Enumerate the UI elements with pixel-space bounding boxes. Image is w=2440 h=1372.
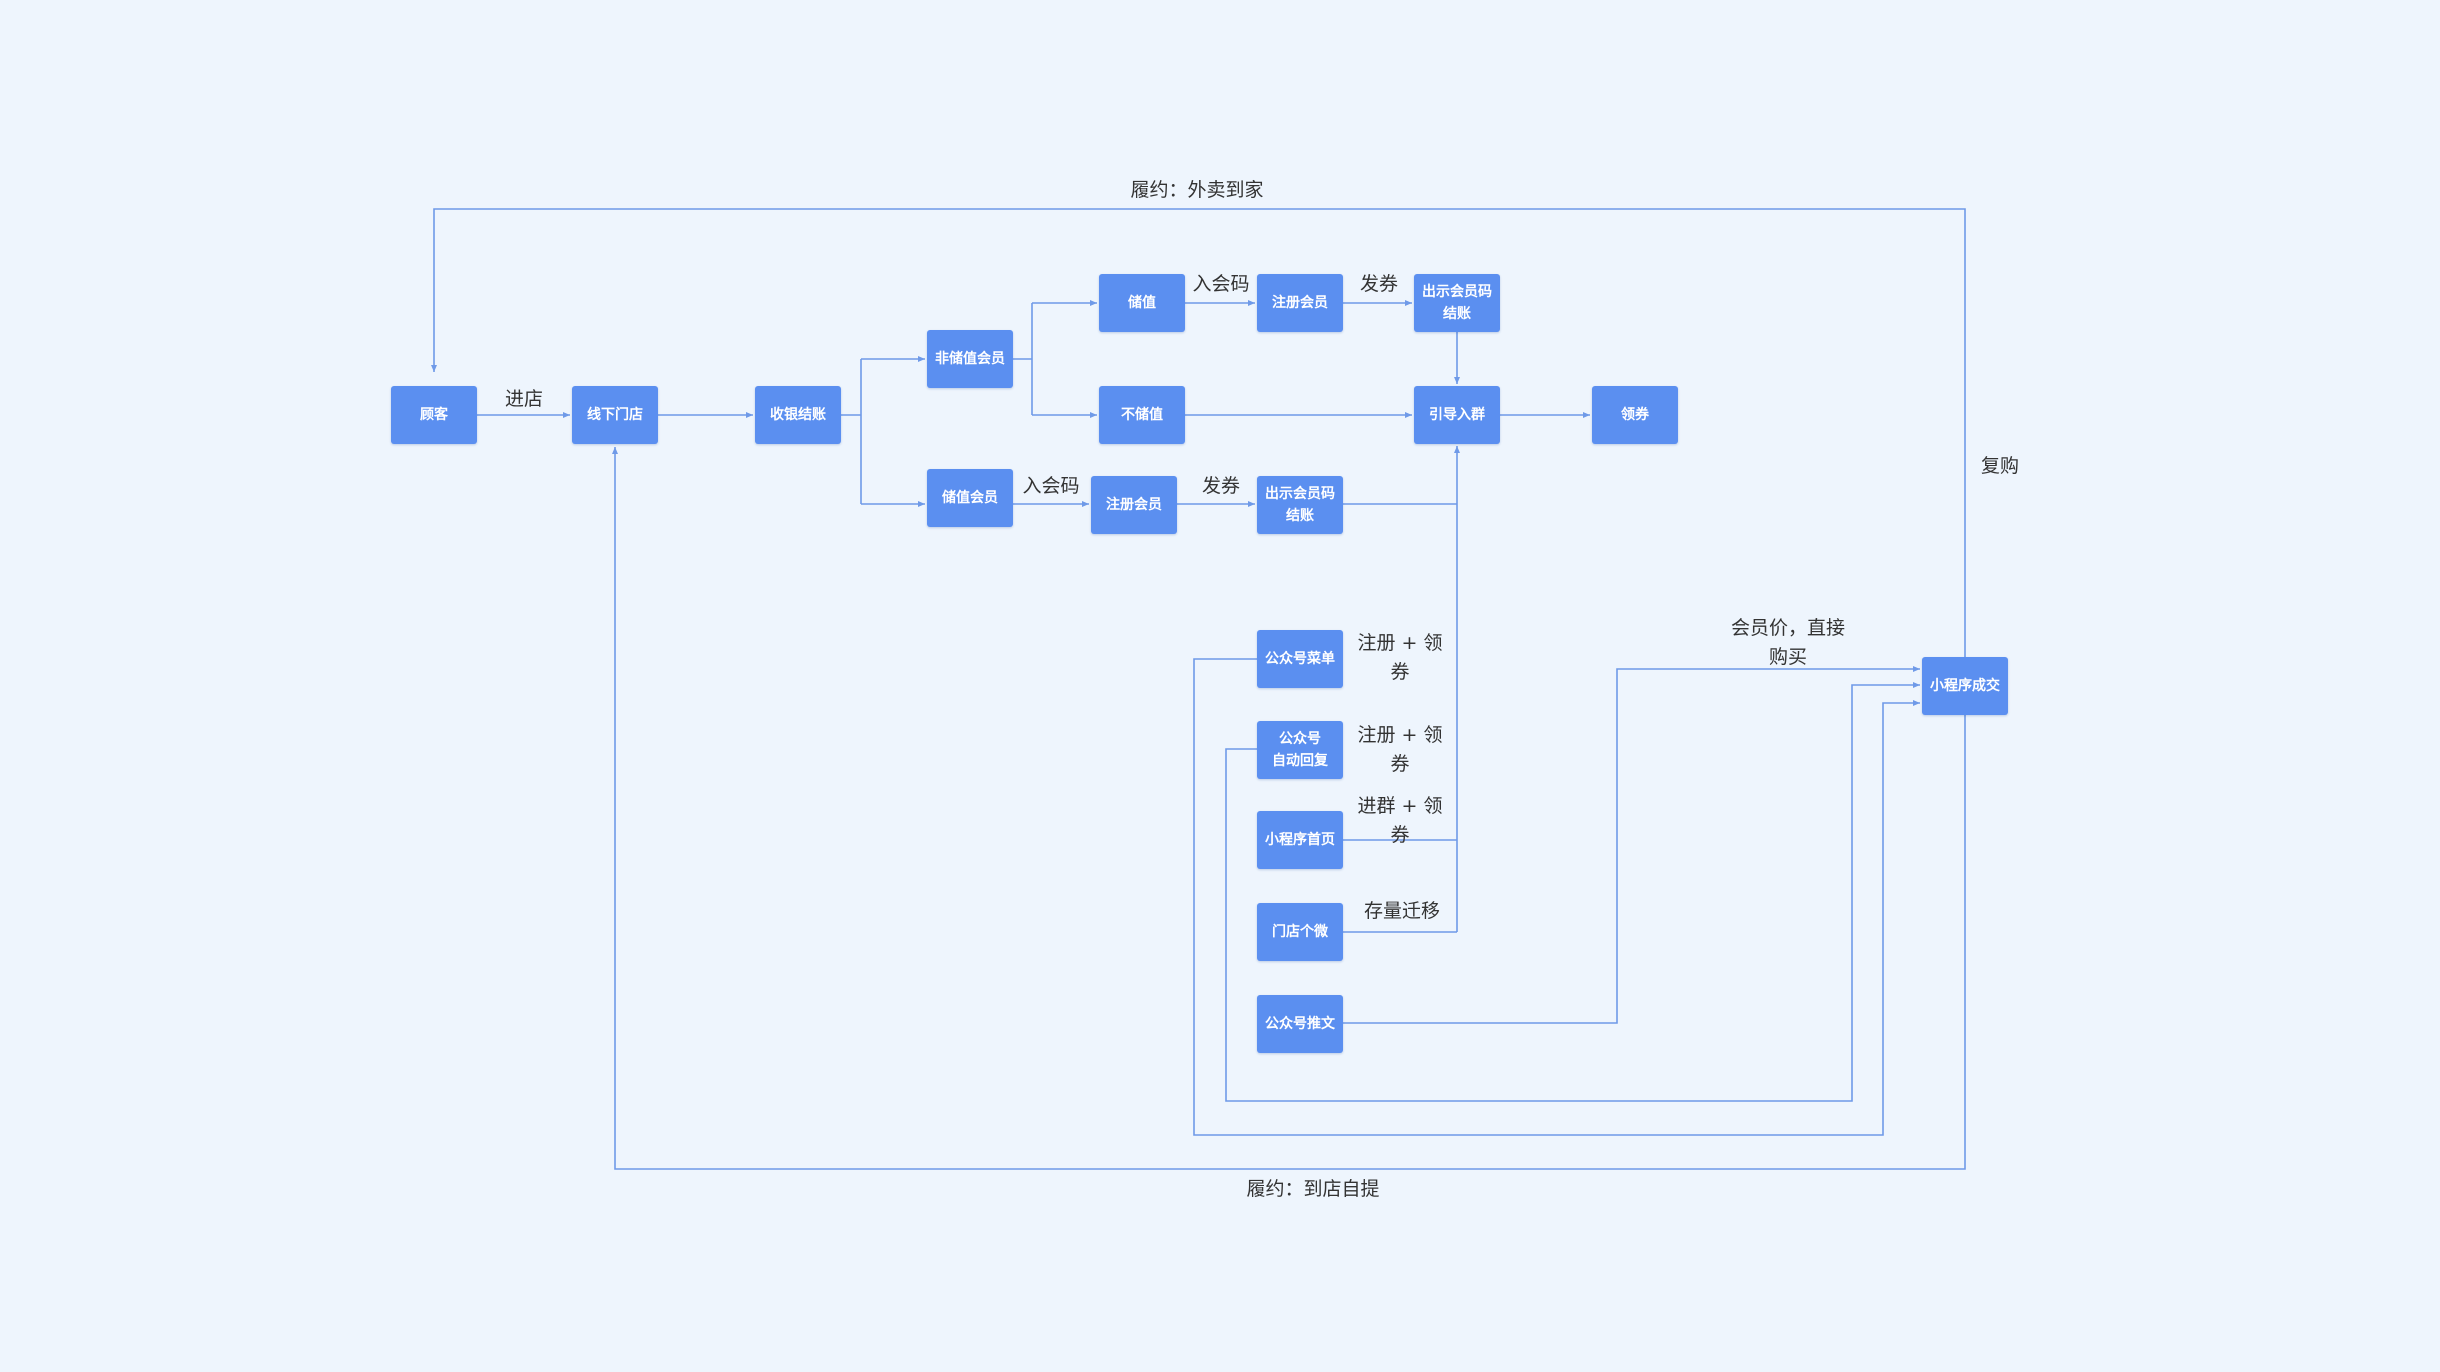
- node-mid-register[interactable]: 注册会员: [1091, 476, 1177, 534]
- edge-oa-menu-to-deal: [1193, 658, 1920, 1136]
- node-top-show-code[interactable]: 出示会员码 结账: [1414, 274, 1500, 332]
- label-issue-coupon-top: 发券: [1359, 273, 1398, 295]
- node-checkout[interactable]: 收银结账: [755, 386, 841, 444]
- label-fulfill-delivery: 履约：外卖到家: [1130, 179, 1264, 201]
- label-stock-migration: 存量迁移: [1363, 900, 1440, 922]
- node-oa-menu[interactable]: 公众号菜单: [1257, 630, 1343, 688]
- label-register-coupon-2: 注册 + 领 券: [1357, 724, 1443, 775]
- label-repurchase: 复购: [1980, 455, 2019, 477]
- edge-fulfill-delivery: [431, 208, 1966, 657]
- node-mp-deal[interactable]: 小程序成交: [1922, 657, 2008, 715]
- node-mp-home[interactable]: 小程序首页: [1257, 811, 1343, 869]
- node-store-wechat[interactable]: 门店个微: [1257, 903, 1343, 961]
- node-top-register[interactable]: 注册会员: [1257, 274, 1343, 332]
- edge-oa-auto-reply-to-deal: [1225, 682, 1920, 1102]
- node-no-stored-value[interactable]: 不储值: [1099, 386, 1185, 444]
- node-guide-to-group[interactable]: 引导入群: [1414, 386, 1500, 444]
- edge-fulfill-pickup: [612, 447, 1966, 1170]
- label-enter-store: 进店: [504, 388, 543, 410]
- label-join-group-coupon: 进群 + 领 券: [1357, 795, 1443, 846]
- node-get-coupon[interactable]: 领券: [1592, 386, 1678, 444]
- node-non-stored-member[interactable]: 非储值会员: [927, 330, 1013, 388]
- label-issue-coupon-mid: 发券: [1201, 475, 1240, 497]
- node-stored-member[interactable]: 储值会员: [927, 469, 1013, 527]
- label-join-code-mid: 入会码: [1022, 475, 1080, 497]
- label-register-coupon-1: 注册 + 领 券: [1357, 632, 1443, 683]
- node-offline-store[interactable]: 线下门店: [572, 386, 658, 444]
- label-fulfill-pickup: 履约：到店自提: [1246, 1178, 1380, 1200]
- node-oa-auto-reply[interactable]: 公众号 自动回复: [1257, 721, 1343, 779]
- edge-oa-article-to-deal: [1343, 666, 1920, 1024]
- label-member-price: 会员价，直接 购买: [1730, 617, 1845, 668]
- node-customer[interactable]: 顾客: [391, 386, 477, 444]
- label-join-code-top: 入会码: [1192, 273, 1250, 295]
- node-oa-article[interactable]: 公众号推文: [1257, 995, 1343, 1053]
- node-mid-show-code[interactable]: 出示会员码 结账: [1257, 476, 1343, 534]
- node-top-stored-value[interactable]: 储值: [1099, 274, 1185, 332]
